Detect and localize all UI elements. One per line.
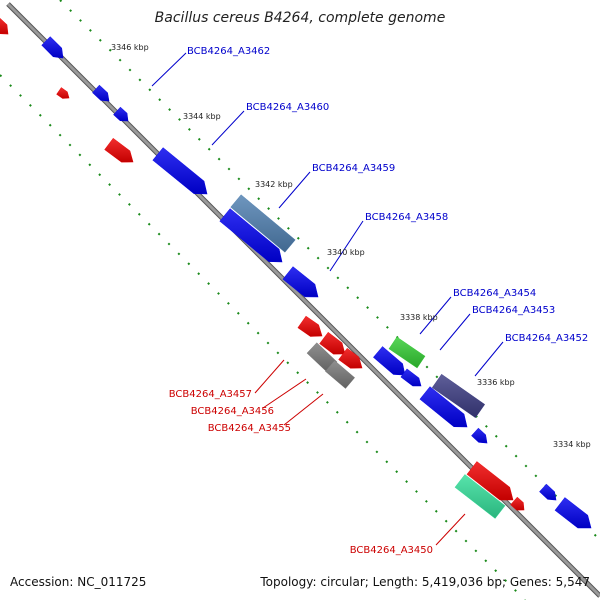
gene-arrow-shading-10	[389, 337, 425, 368]
gene-arrow-shading-6	[219, 208, 282, 262]
reverse-gene-leader-1	[254, 359, 285, 394]
gene-arrow-shading-23	[319, 332, 345, 355]
tick-label-4: 3340 kbp	[327, 248, 365, 257]
gene-arrow-shading-22	[298, 316, 322, 337]
gene-arrow-shading-9	[401, 369, 421, 386]
forward-gene-label-6[interactable]: BCB4264_A3453	[472, 305, 555, 316]
forward-gene-leader-2	[211, 110, 245, 146]
forward-gene-leader-5	[419, 296, 452, 335]
accession-text: Accession: NC_011725	[10, 575, 146, 589]
topology-text: Topology: circular; Length: 5,419,036 bp…	[259, 575, 590, 589]
gc-track-inner	[0, 74, 526, 600]
gene-arrow-shading-5	[230, 194, 296, 253]
gene-arrow-shading-3	[113, 107, 128, 121]
tick-labels: 3346 kbp 3344 kbp 3342 kbp 3340 kbp 3338 kbp…	[111, 43, 591, 449]
reverse-gene-label-3[interactable]: BCB4264_A3455	[208, 423, 291, 434]
gene-arrow-shading-16	[510, 497, 524, 511]
gene-arrow-shading-25	[307, 342, 337, 373]
label-leaders	[151, 52, 504, 546]
reverse-gene-label-2[interactable]: BCB4264_A3456	[191, 406, 274, 417]
tick-label-6: 3336 kbp	[477, 378, 515, 387]
forward-gene-label-5[interactable]: BCB4264_A3454	[453, 288, 536, 299]
gene-arrow-shading-13	[471, 428, 487, 443]
forward-gene-label-2[interactable]: BCB4264_A3460	[246, 102, 329, 113]
gene-arrow-shading-8	[373, 346, 405, 375]
gene-arrow-shading-20	[56, 87, 69, 99]
reverse-gene-leader-2	[262, 378, 307, 409]
gene-arrow-shading-11	[432, 374, 485, 418]
reverse-gene-label-4[interactable]: BCB4264_A3450	[350, 545, 433, 556]
tick-label-2: 3344 kbp	[183, 112, 221, 121]
gene-arrow-shading-21	[0, 18, 8, 34]
gene-arrow-shading-17	[467, 461, 513, 500]
forward-gene-label-7[interactable]: BCB4264_A3452	[505, 333, 588, 344]
forward-gene-leader-7	[474, 341, 504, 377]
gene-arrow-shading-15	[555, 497, 591, 528]
reverse-gene-leader-4	[435, 513, 466, 546]
forward-gene-leader-4	[329, 220, 364, 272]
gene-arrow-shading-26	[325, 360, 355, 389]
gene-arrow-shading-24	[338, 348, 362, 369]
gene-arrow-shading-18	[455, 474, 505, 519]
gene-labels: BCB4264_A3462BCB4264_A3460BCB4264_A3459B…	[169, 46, 589, 556]
gene-arrow-shading-7	[283, 266, 318, 297]
forward-gene-leader-1	[151, 52, 187, 87]
map-title: Bacillus cereus B4264, complete genome	[155, 10, 446, 26]
gene-arrow-shading-14	[539, 484, 556, 500]
reverse-gene-leader-3	[283, 393, 324, 426]
forward-gene-label-3[interactable]: BCB4264_A3459	[312, 163, 395, 174]
gene-arrow-shading-19	[104, 138, 133, 163]
forward-gene-label-4[interactable]: BCB4264_A3458	[365, 212, 448, 223]
tick-label-5: 3338 kbp	[400, 313, 438, 322]
gene-arrow-shading-4	[152, 147, 207, 194]
gene-arrow-shading-2	[92, 85, 109, 101]
forward-gene-leader-6	[439, 313, 471, 351]
gene-features	[0, 18, 592, 529]
forward-gene-leader-3	[278, 171, 311, 209]
tick-label-1: 3346 kbp	[111, 43, 149, 52]
forward-gene-label-1[interactable]: BCB4264_A3462	[187, 46, 270, 57]
gene-arrow-shading-12	[420, 386, 467, 427]
gene-arrow-shading-1	[41, 36, 63, 58]
tick-label-3: 3342 kbp	[255, 180, 293, 189]
gc-track-outer	[59, 0, 600, 541]
tick-label-7: 3334 kbp	[553, 440, 591, 449]
reverse-gene-label-1[interactable]: BCB4264_A3457	[169, 389, 252, 400]
